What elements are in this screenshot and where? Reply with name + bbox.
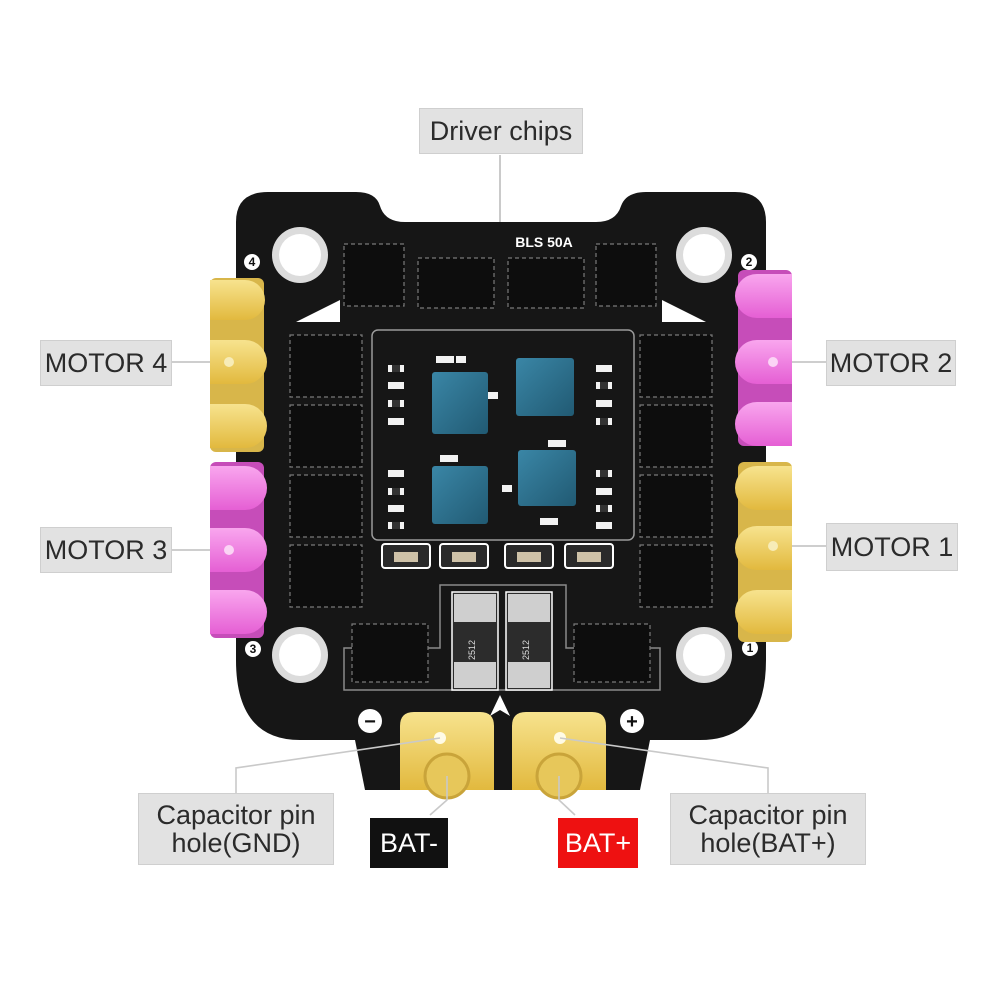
bat-plus-text: BAT+ bbox=[564, 827, 632, 858]
driver-chip-3 bbox=[432, 466, 488, 524]
motor1-label: MOTOR 1 bbox=[826, 523, 958, 571]
motor4-label: MOTOR 4 bbox=[40, 340, 172, 386]
driver-chip-1 bbox=[432, 372, 488, 434]
motor3-text: MOTOR 3 bbox=[44, 534, 168, 565]
mosfet-grid bbox=[289, 243, 713, 683]
bat-minus-label: BAT- bbox=[370, 818, 448, 868]
polarity-signs: − + bbox=[358, 709, 644, 733]
capacitor-bat-label: Capacitor pin hole(BAT+) bbox=[670, 793, 866, 865]
pad-number-badges: 1 2 3 4 bbox=[244, 254, 758, 657]
pad-number-1: 1 bbox=[747, 641, 754, 655]
capacitor-bat-line2: hole(BAT+) bbox=[700, 828, 836, 858]
driver-chips bbox=[432, 358, 576, 524]
motor1-text: MOTOR 1 bbox=[830, 531, 954, 562]
capacitor-gnd-line2: hole(GND) bbox=[171, 828, 301, 858]
motor4-text: MOTOR 4 bbox=[44, 347, 168, 378]
motor3-label: MOTOR 3 bbox=[40, 527, 172, 573]
motor4-pads bbox=[210, 278, 267, 452]
driver-chip-2 bbox=[516, 358, 574, 416]
driver-chips-label: Driver chips bbox=[419, 108, 583, 154]
driver-chip-4 bbox=[518, 450, 576, 506]
motor2-pads bbox=[735, 270, 792, 446]
minus-sign: − bbox=[364, 711, 376, 733]
driver-chips-text: Driver chips bbox=[429, 115, 573, 146]
capacitor-row bbox=[381, 543, 614, 569]
silkscreen-triangles bbox=[296, 300, 706, 716]
board-model-label: BLS 50A bbox=[515, 234, 573, 250]
shunt-code-left: 2512 bbox=[467, 640, 477, 660]
shunt-code-right: 2512 bbox=[521, 640, 531, 660]
motor2-text: MOTOR 2 bbox=[829, 347, 953, 378]
silkscreen-frame bbox=[371, 329, 635, 541]
smd-components bbox=[388, 356, 612, 529]
pad-number-2: 2 bbox=[746, 255, 753, 269]
capacitor-gnd-label: Capacitor pin hole(GND) bbox=[138, 793, 334, 865]
motor3-pads bbox=[210, 462, 267, 638]
bat-minus-text: BAT- bbox=[379, 827, 438, 858]
plus-sign: + bbox=[626, 711, 638, 733]
pad-number-3: 3 bbox=[250, 642, 257, 656]
bat-plus-label: BAT+ bbox=[558, 818, 638, 868]
capacitor-leader-lines bbox=[235, 737, 769, 816]
motor2-label: MOTOR 2 bbox=[826, 340, 956, 386]
pad-number-4: 4 bbox=[249, 255, 256, 269]
mounting-holes bbox=[272, 227, 732, 683]
motor1-pads bbox=[735, 462, 792, 642]
capacitor-bat-line1: Capacitor pin bbox=[688, 799, 848, 830]
shunt-resistors: 2512 2512 bbox=[451, 591, 553, 691]
capacitor-gnd-line1: Capacitor pin bbox=[156, 799, 316, 830]
